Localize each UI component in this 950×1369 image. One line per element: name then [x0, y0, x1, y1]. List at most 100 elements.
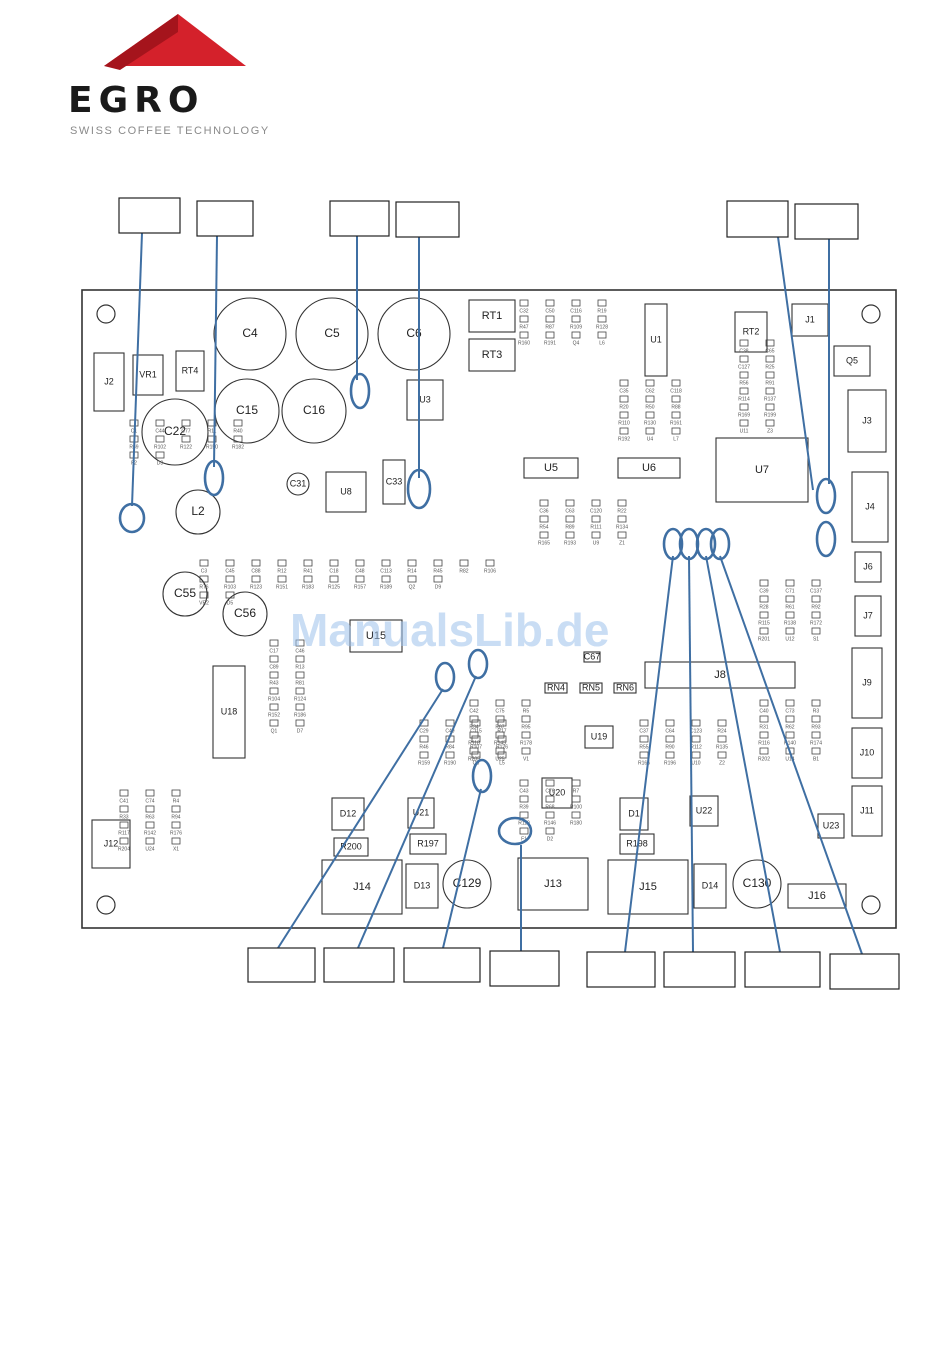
- part-j6-body: [854, 551, 882, 583]
- part-c71-body: [785, 579, 795, 587]
- part-r5-label: R5: [523, 708, 530, 714]
- part-c120-body: [591, 499, 601, 507]
- part-u12-body: [785, 627, 795, 635]
- part-r201-body: [759, 627, 769, 635]
- part-c50-body: [545, 299, 555, 307]
- part-r186-body: [295, 703, 305, 711]
- part-r81-label: R81: [295, 680, 304, 686]
- highlight-oval-8: [467, 648, 489, 680]
- part-rt4-body: [175, 350, 205, 392]
- part-r126-body: [497, 735, 507, 743]
- part-c22-label: C22: [164, 424, 186, 438]
- part-r62-body: [785, 715, 795, 723]
- part-c62-body: [645, 379, 655, 387]
- part-r117-label: R117: [118, 830, 130, 836]
- callout-box-2: [196, 200, 254, 237]
- part-r67-label: R67: [495, 724, 504, 730]
- part-u7-label: U7: [755, 464, 769, 476]
- part-r193-body: [565, 531, 575, 539]
- part-c36-label: C36: [539, 508, 548, 514]
- part-c74-body: [145, 789, 155, 797]
- part-r92-label: R92: [811, 604, 820, 610]
- part-r125-body: [329, 575, 339, 583]
- part-l6-label: L6: [599, 340, 605, 346]
- part-j10-label: J10: [860, 747, 875, 757]
- part-r125-label: R125: [328, 584, 340, 590]
- part-c18-body: [329, 559, 339, 567]
- part-l2-label: L2: [191, 504, 205, 518]
- part-r11-label: R11: [208, 428, 217, 434]
- part-r76-label: R76: [199, 584, 208, 590]
- part-j2-label: J2: [104, 376, 114, 386]
- part-d7-label: D7: [297, 728, 304, 734]
- part-c65-body: [765, 339, 775, 347]
- part-c39-label: C39: [759, 588, 768, 594]
- part-j11-body: [851, 785, 883, 837]
- part-c118-body: [671, 379, 681, 387]
- part-z2-body: [717, 751, 727, 759]
- part-r40-body: [233, 419, 243, 427]
- part-c64-label: C64: [665, 728, 674, 734]
- part-c4-label: C4: [242, 326, 258, 340]
- part-u1-body: [644, 303, 668, 377]
- part-r189-label: R189: [380, 584, 392, 590]
- part-r200-label: R200: [340, 841, 362, 851]
- part-r176-label: R176: [170, 830, 182, 836]
- callout-leader-lines: [131, 232, 863, 955]
- part-z1-label: Z1: [619, 540, 625, 546]
- part-r128-label: R128: [596, 324, 608, 330]
- leader-line-13: [705, 555, 781, 953]
- part-r124-body: [295, 687, 305, 695]
- part-s1-body: [811, 627, 821, 635]
- part-c45-body: [225, 559, 235, 567]
- part-r20-body: [619, 395, 629, 403]
- part-r193-label: R193: [564, 540, 576, 546]
- part-j7-label: J7: [863, 610, 873, 620]
- part-c33-label: C33: [386, 476, 403, 486]
- part-j14-label: J14: [353, 881, 371, 893]
- part-r202-label: R202: [758, 756, 770, 762]
- part-c43-body: [519, 779, 529, 787]
- part-r182-label: R182: [232, 444, 244, 450]
- part-u4-body: [645, 427, 655, 435]
- part-c64-body: [665, 719, 675, 727]
- part-r55-body: [639, 735, 649, 743]
- part-r180-body: [571, 811, 581, 819]
- part-r25-body: [765, 355, 775, 363]
- part-r178-body: [521, 731, 531, 739]
- part-r102-label: R102: [154, 444, 166, 450]
- part-b1-label: B1: [813, 756, 819, 762]
- part-r81-body: [295, 671, 305, 679]
- part-u25-label: U25: [495, 756, 504, 762]
- part-j9-label: J9: [862, 677, 872, 687]
- part-r151-body: [277, 575, 287, 583]
- callout-box-5: [726, 200, 789, 238]
- part-r50-label: R50: [645, 404, 654, 410]
- part-r150-label: R150: [206, 444, 218, 450]
- part-r196-body: [665, 751, 675, 759]
- part-r186-label: R186: [294, 712, 306, 718]
- part-c123-label: C123: [690, 728, 702, 734]
- part-rt3-label: RT3: [482, 349, 503, 361]
- part-c3-body: [199, 559, 209, 567]
- part-r46-label: R46: [419, 744, 428, 750]
- part-r33-body: [119, 805, 129, 813]
- part-r62-label: R62: [785, 724, 794, 730]
- part-z3-label: Z3: [767, 428, 773, 434]
- part-rn5-label: RN5: [582, 682, 600, 692]
- highlight-oval-1: [118, 502, 146, 534]
- part-c137-label: C137: [810, 588, 822, 594]
- part-j16-label: J16: [808, 890, 826, 902]
- part-d14-body: [693, 863, 727, 909]
- part-c4-body: [213, 297, 287, 371]
- part-r95-body: [521, 715, 531, 723]
- part-u20-body: [541, 777, 573, 809]
- part-r61-label: R61: [785, 604, 794, 610]
- part-c75-body: [495, 699, 505, 707]
- part-c56-label: C56: [234, 606, 256, 620]
- part-r130-body: [645, 411, 655, 419]
- part-c74-label: C74: [145, 798, 154, 804]
- part-u18-label: U18: [221, 706, 238, 716]
- highlight-oval-11: [662, 527, 684, 561]
- part-rt1-body: [468, 299, 516, 333]
